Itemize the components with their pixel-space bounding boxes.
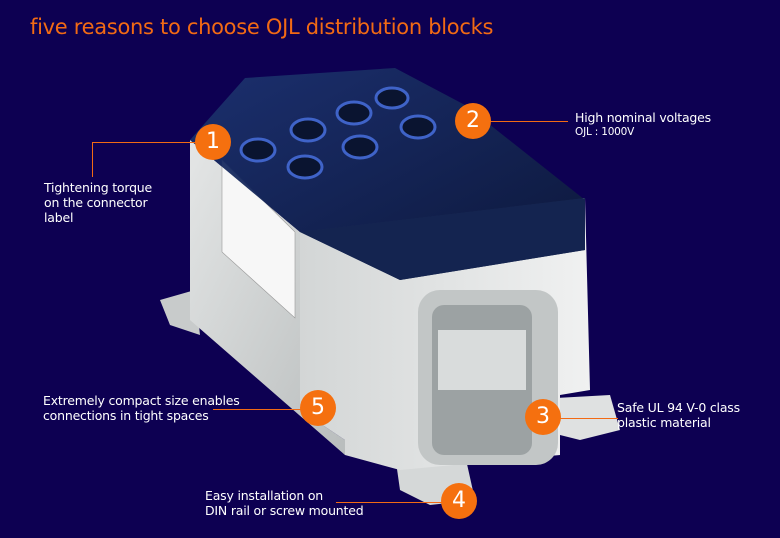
reason-badge-4: 4 <box>441 483 477 519</box>
reason-2-text: High nominal voltages OJL : 1000V <box>575 110 711 140</box>
reason-3-text: Safe UL 94 V-0 class plastic material <box>617 400 740 430</box>
callout-line-1-vertical <box>92 142 93 177</box>
callout-line-2 <box>490 121 568 122</box>
callout-line-5 <box>213 409 301 410</box>
reason-badge-5: 5 <box>300 390 336 426</box>
callout-line-4 <box>336 502 444 503</box>
reason-3-line: plastic material <box>617 415 711 430</box>
callout-line-1 <box>92 142 196 143</box>
reason-4-line: Easy installation on <box>205 488 324 503</box>
reason-5-text: Extremely compact size enables connectio… <box>43 393 240 423</box>
reason-1-line: Tightening torque <box>44 180 153 195</box>
reason-4-text: Easy installation on DIN rail or screw m… <box>205 488 364 518</box>
reason-1-line: label <box>44 210 74 225</box>
reason-3-line: Safe UL 94 V-0 class <box>617 400 740 415</box>
reason-badge-2: 2 <box>455 103 491 139</box>
reason-2-line: High nominal voltages <box>575 110 711 125</box>
reason-badge-1: 1 <box>195 124 231 160</box>
reason-badge-3: 3 <box>525 399 561 435</box>
reason-1-text: Tightening torque on the connector label <box>44 180 152 225</box>
page-title: five reasons to choose OJL distribution … <box>30 15 494 39</box>
callout-line-3 <box>560 418 618 419</box>
reason-5-line: Extremely compact size enables <box>43 393 240 408</box>
reason-4-line: DIN rail or screw mounted <box>205 503 364 518</box>
reason-1-line: on the connector <box>44 195 148 210</box>
reason-2-sub: OJL : 1000V <box>575 126 635 138</box>
reason-5-line: connections in tight spaces <box>43 408 209 423</box>
